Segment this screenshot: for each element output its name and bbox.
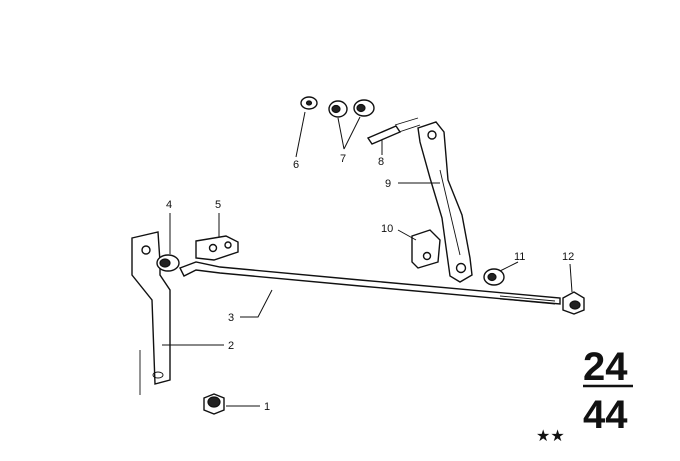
callout-1: 1 xyxy=(264,401,270,413)
part-bracket-lower xyxy=(131,231,171,395)
callout-3: 3 xyxy=(228,312,234,324)
callout-7: 7 xyxy=(340,153,346,165)
callout-11: 11 xyxy=(514,251,525,263)
callout-8: 8 xyxy=(378,156,384,168)
callout-9: 9 xyxy=(385,178,391,190)
rating-stars: ★★ xyxy=(536,426,565,445)
group-number: 24 xyxy=(583,345,628,389)
callout-2: 2 xyxy=(228,340,234,352)
callout-4: 4 xyxy=(166,199,172,211)
callout-10: 10 xyxy=(381,223,393,235)
part-rod-3 xyxy=(179,261,561,305)
part-nut-1 xyxy=(203,393,225,415)
part-bushing-11 xyxy=(483,268,505,286)
leader-lines xyxy=(162,111,573,407)
part-bushing-4 xyxy=(156,254,180,272)
part-clip-5 xyxy=(195,235,239,261)
part-lever-9 xyxy=(417,121,473,283)
callout-5: 5 xyxy=(215,199,221,211)
part-pin-8 xyxy=(366,117,421,145)
part-nut-12 xyxy=(562,291,585,315)
page-number: 44 xyxy=(583,393,628,437)
part-clip-10 xyxy=(411,229,441,269)
part-washer-6 xyxy=(300,96,318,110)
callout-6: 6 xyxy=(293,159,299,171)
page-number-block: 24 44 ★★ xyxy=(536,345,633,445)
callout-12: 12 xyxy=(562,251,574,263)
part-bushing-7 xyxy=(328,99,375,118)
